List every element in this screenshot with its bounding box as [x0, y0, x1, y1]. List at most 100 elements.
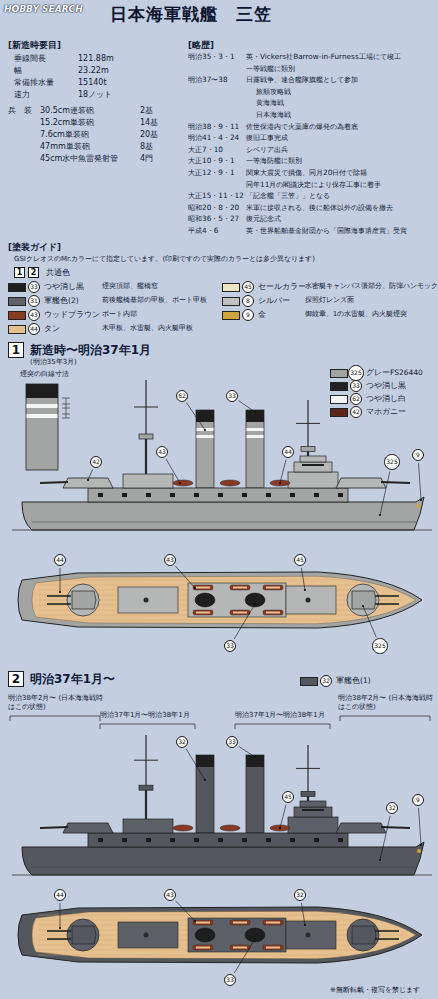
barbette	[347, 584, 379, 616]
node-text: 43	[158, 449, 166, 455]
history-text: 「記念艦「三笠」」となる	[246, 192, 330, 201]
history-text: 復旧工事完成	[246, 134, 288, 143]
gun-port	[218, 493, 223, 497]
node-text: 32	[178, 739, 186, 745]
boat	[270, 480, 290, 486]
boat	[193, 945, 213, 950]
fighting-top	[301, 446, 315, 451]
callout-number: 44	[282, 446, 294, 458]
boat	[193, 610, 213, 615]
node-text: 32	[388, 805, 396, 811]
inset-label: 煙突の白線寸法	[20, 370, 69, 378]
leader-line	[419, 463, 421, 500]
gun-barrel	[47, 938, 71, 940]
boat-thwart	[233, 947, 247, 949]
boat-thwart	[266, 947, 280, 949]
barbette	[67, 584, 99, 616]
leader-line	[280, 460, 286, 483]
waterline	[12, 875, 432, 876]
topmast	[307, 745, 308, 794]
node-text: 45	[296, 557, 304, 563]
sheet-title: 日本海軍戦艦 三笠	[110, 3, 272, 26]
history-text: 一等海防艦に類別	[246, 157, 302, 166]
boat-thwart	[266, 922, 280, 924]
wood-deck	[32, 911, 416, 959]
leader-dot	[420, 844, 422, 846]
barbette	[347, 919, 379, 951]
gun-port	[122, 493, 127, 497]
callout-number: 33	[226, 736, 238, 748]
boat-deck	[188, 583, 286, 617]
callout-number: 42	[350, 406, 362, 418]
turret	[72, 926, 96, 944]
boat	[173, 480, 193, 486]
node-text: 43	[166, 557, 174, 563]
node-text: 1	[12, 344, 20, 356]
legend-entry: つや消し黒	[8, 282, 84, 292]
turret	[352, 591, 376, 609]
turret	[72, 591, 96, 609]
gun-barrel	[375, 603, 399, 605]
history-text: 大正7・10	[188, 146, 223, 155]
spec-text: 121.88m	[78, 54, 114, 64]
leader-line	[380, 471, 390, 515]
section-number-box: 2	[8, 671, 24, 687]
node-text: 33	[228, 739, 236, 745]
spec-text: 4門	[140, 154, 153, 164]
boat-deck	[188, 918, 286, 952]
history-text: 明治35・3・1	[188, 53, 235, 62]
history-text: 明治38・9・11	[188, 123, 239, 132]
gun-port	[266, 493, 271, 497]
inset-funnel	[26, 384, 58, 470]
leader-line	[234, 939, 255, 973]
bridge-window	[302, 464, 324, 466]
color-name: タン	[44, 324, 60, 334]
callout-number: 45	[294, 554, 306, 566]
leader-dot	[254, 938, 256, 940]
spec-text: 垂線間長	[14, 54, 46, 64]
node-text: 43	[30, 312, 38, 318]
callout-number: 33	[28, 281, 40, 293]
leader-dot	[194, 587, 196, 589]
color-name: マホガニー	[366, 407, 406, 417]
legend-entry: 軍艦色(1)	[300, 676, 371, 686]
spec-text: [新造時要目]	[8, 40, 61, 50]
callout-number: 9	[242, 309, 254, 321]
aft-superstructure	[123, 819, 173, 833]
history-text: 平成4・6	[188, 227, 218, 236]
paint-note: 前後艦橋基部の甲板、ボート甲板	[102, 296, 207, 304]
history-text: 大正15・11・12	[188, 192, 244, 201]
callout-number: 43	[164, 889, 176, 901]
funnel-band	[247, 435, 264, 438]
fighting-top	[301, 791, 315, 796]
inset-funnel-band	[27, 404, 58, 408]
dimension-tick	[62, 408, 70, 409]
node-text: 33	[30, 284, 38, 290]
legend-entry: グレーFS26440	[330, 368, 423, 378]
bridge-window	[302, 809, 324, 811]
callout-number: 325	[372, 638, 387, 653]
callout-number: 8	[242, 295, 254, 307]
callout-number: 325	[384, 454, 399, 469]
aft-superstructure	[123, 474, 173, 488]
gun-port	[242, 838, 247, 842]
period-bracket	[235, 724, 330, 729]
boat-thwart	[266, 587, 280, 589]
period-label: 明治38年2月〜 (日本海海戦時はこの状態)	[8, 694, 106, 712]
funnel-band	[197, 428, 214, 431]
aft-superstructure	[118, 922, 178, 948]
period-bracket	[10, 716, 100, 721]
leader-dot	[204, 429, 206, 431]
spec-text: 47mm単装砲	[40, 142, 90, 152]
history-text: 日露戦争、連合艦隊旗艦として参加	[246, 76, 358, 85]
boat	[193, 920, 213, 925]
section-number-box: 1	[8, 342, 24, 358]
spec-text: 15140t	[78, 78, 107, 88]
node-text: 9	[416, 452, 420, 458]
gun-port	[266, 838, 271, 842]
gun-port	[194, 838, 199, 842]
fighting-top	[139, 785, 153, 790]
fore-bridge-base	[288, 472, 338, 488]
gun-port	[170, 493, 175, 497]
armor-belt	[32, 522, 416, 523]
